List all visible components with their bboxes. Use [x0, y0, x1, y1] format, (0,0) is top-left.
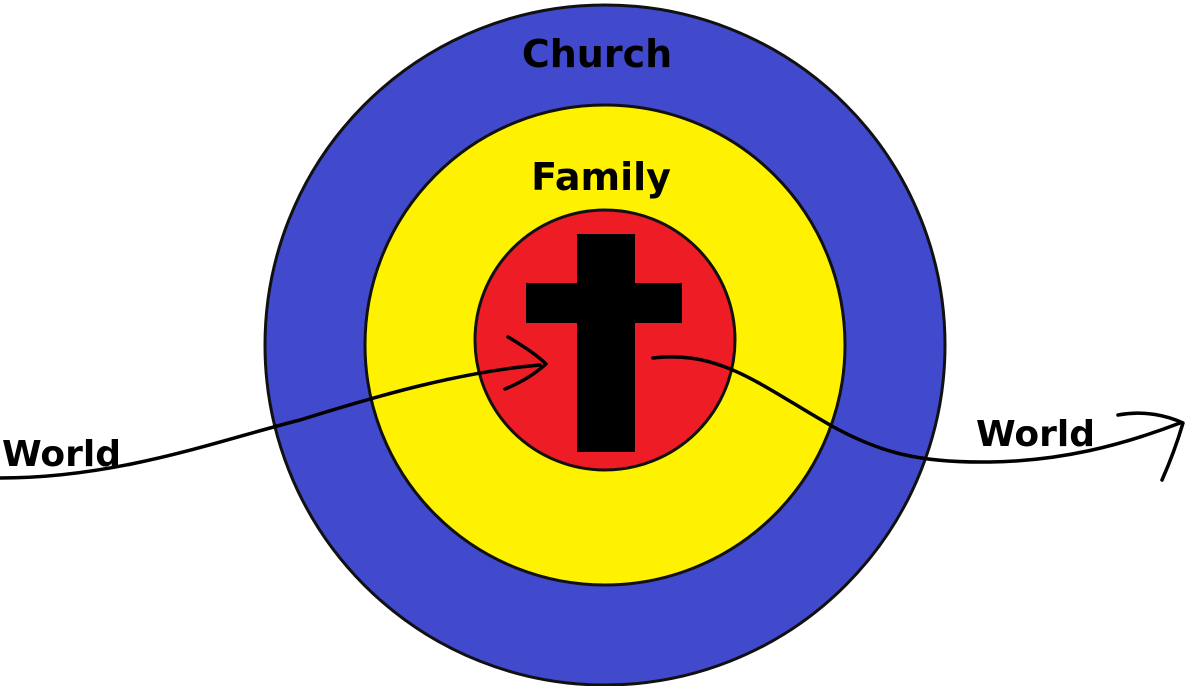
cross-icon	[526, 234, 682, 452]
incoming-path-line	[0, 363, 542, 480]
world-left-label: World	[2, 434, 121, 475]
world-right-label: World	[976, 414, 1095, 455]
cross-vertical-bar	[577, 234, 635, 452]
incoming-arrowhead	[503, 335, 548, 391]
family-label: Family	[531, 155, 671, 199]
cross-horizontal-bar	[526, 283, 682, 323]
church-label: Church	[522, 32, 672, 76]
outgoing-path-line	[651, 355, 1182, 464]
outgoing-arrowhead	[1116, 411, 1185, 482]
